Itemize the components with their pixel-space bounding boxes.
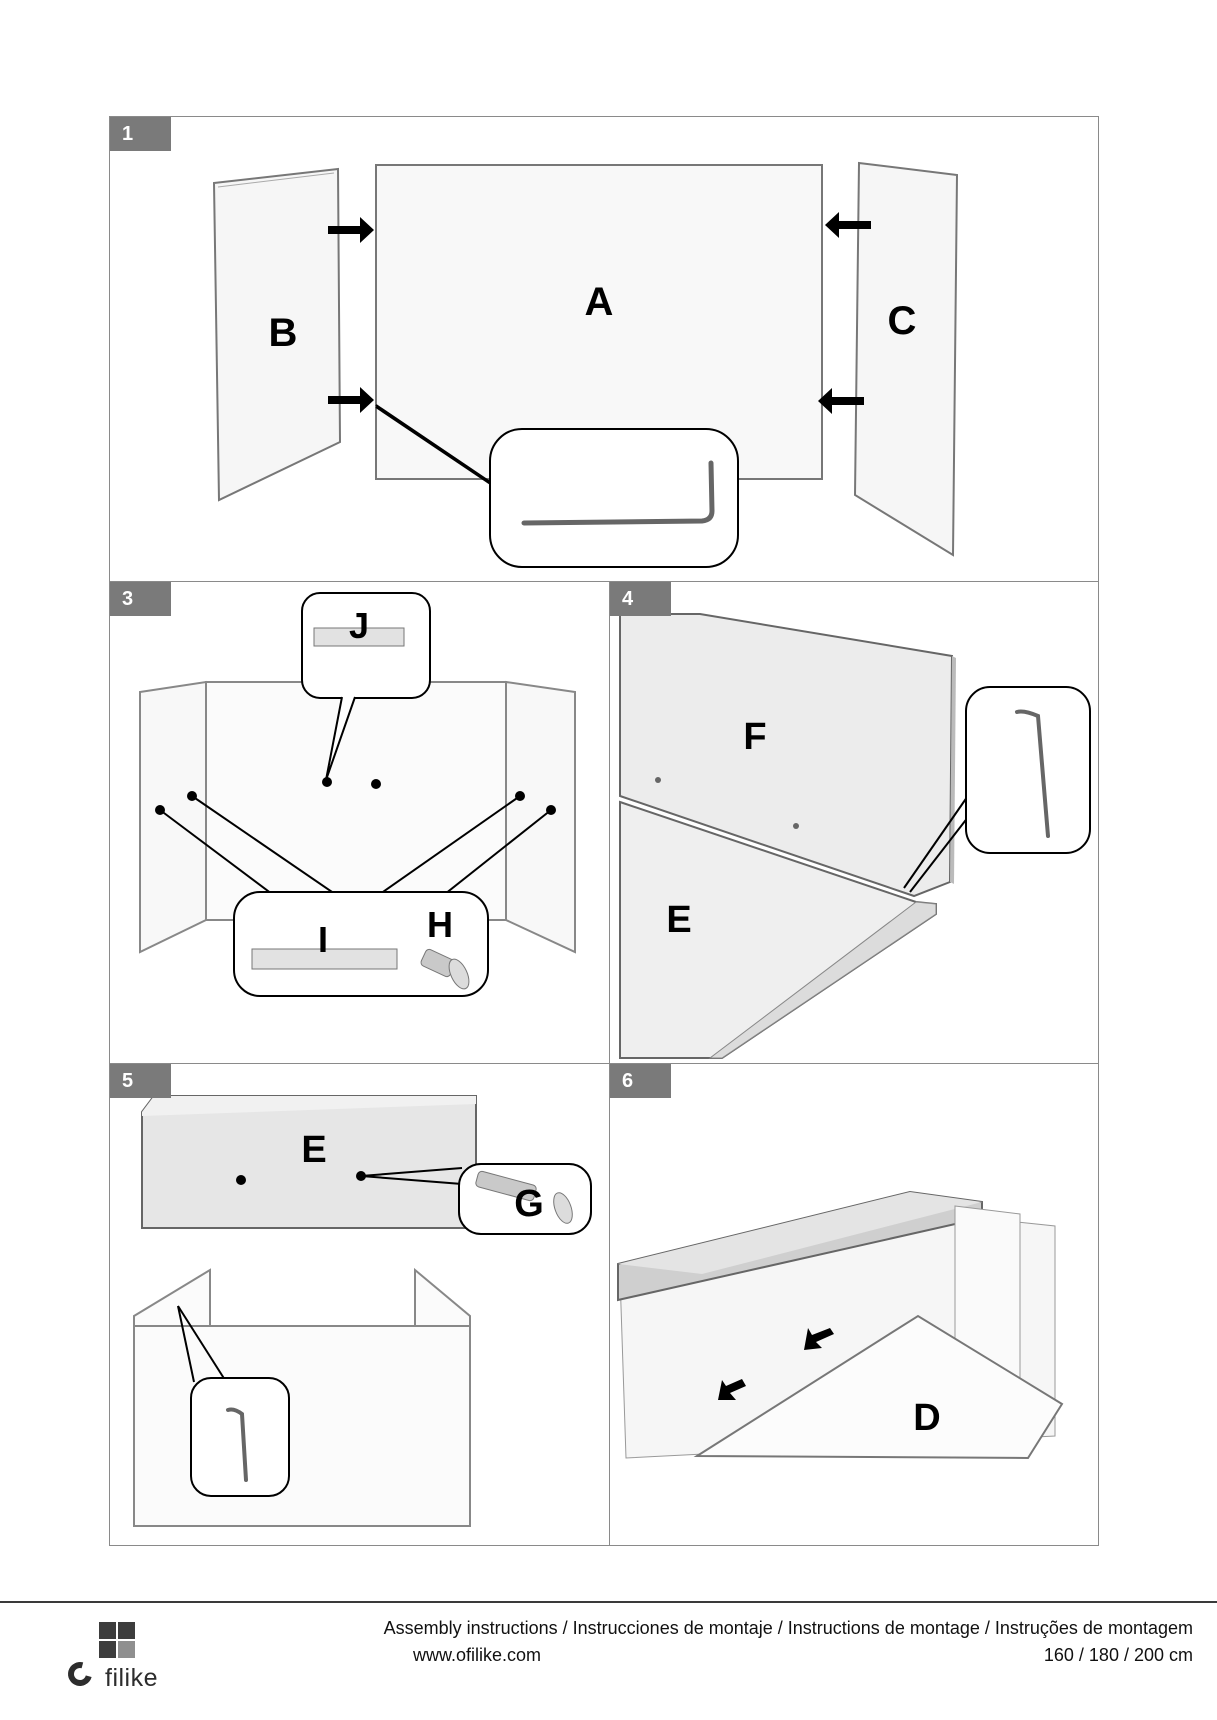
arrow-left-icon	[825, 212, 871, 238]
screw-h-icon	[420, 948, 470, 990]
arrow-right-icon	[328, 217, 374, 243]
arrow-up-left-icon	[718, 1379, 746, 1400]
label-f: F	[743, 716, 766, 758]
step-6-badge: 6	[610, 1064, 671, 1098]
step-4-illustration: F E	[619, 613, 1091, 1059]
step-3-illustration: J I H	[139, 592, 576, 997]
document-title: Assembly instructions / Instrucciones de…	[383, 1618, 1193, 1638]
allen-key-icon	[521, 460, 715, 526]
step-3-panel: 3 J I H	[110, 582, 610, 1064]
step-5-panel: 5 E G	[110, 1064, 610, 1545]
logo-o-icon	[63, 1657, 97, 1691]
panel-b-drawing	[212, 167, 342, 502]
website-link[interactable]: www.ofilike.com	[413, 1645, 542, 1665]
panel-c-drawing	[853, 161, 959, 557]
step-1-illustration: A B C	[212, 161, 959, 568]
label-b: B	[269, 311, 298, 355]
allen-key-callout	[965, 686, 1091, 854]
label-j: J	[349, 605, 369, 646]
footer-divider	[0, 1601, 1217, 1603]
panel-d-drawing	[693, 1314, 1064, 1460]
allen-key-callout	[190, 1377, 290, 1497]
bracket-i-icon	[251, 948, 398, 970]
step-5-illustration: E G	[133, 1095, 592, 1527]
step-5-badge: 5	[110, 1064, 171, 1098]
label-e: E	[301, 1129, 326, 1171]
ofilike-logo: filike	[63, 1622, 168, 1694]
step-4-panel: 4 F E	[610, 582, 1098, 1064]
step-3-badge: 3	[110, 582, 171, 616]
label-i: I	[318, 919, 328, 960]
panel-a-drawing	[375, 164, 823, 480]
step-4-badge: 4	[610, 582, 671, 616]
allen-key-icon	[1015, 709, 1050, 838]
step-6-panel: 6 D	[610, 1064, 1098, 1545]
bracket-screw-callout	[233, 891, 489, 997]
arrow-right-icon	[328, 387, 374, 413]
logo-text: filike	[105, 1664, 159, 1692]
label-a: A	[585, 280, 614, 324]
label-e: E	[666, 899, 691, 941]
product-sizes: 160 / 180 / 200 cm	[1043, 1645, 1193, 1665]
allen-key-callout	[489, 428, 739, 568]
screw-g-icon	[475, 1170, 573, 1224]
step-6-illustration: D	[617, 1190, 1064, 1460]
allen-key-icon	[226, 1407, 248, 1482]
step-1-panel: 1 A B C	[110, 117, 1098, 582]
panel-e-drawing	[141, 1095, 477, 1229]
label-h: H	[427, 904, 453, 945]
label-c: C	[888, 299, 917, 343]
label-g: G	[514, 1183, 544, 1225]
instruction-sheet: 1 A B C 3	[109, 116, 1099, 1546]
arrow-up-left-icon	[804, 1328, 834, 1350]
bracket-j-icon	[313, 627, 405, 647]
arrow-left-icon	[818, 388, 864, 414]
assembled-frame-drawing	[133, 1325, 471, 1527]
label-d: D	[913, 1397, 940, 1439]
step-1-badge: 1	[110, 117, 171, 151]
